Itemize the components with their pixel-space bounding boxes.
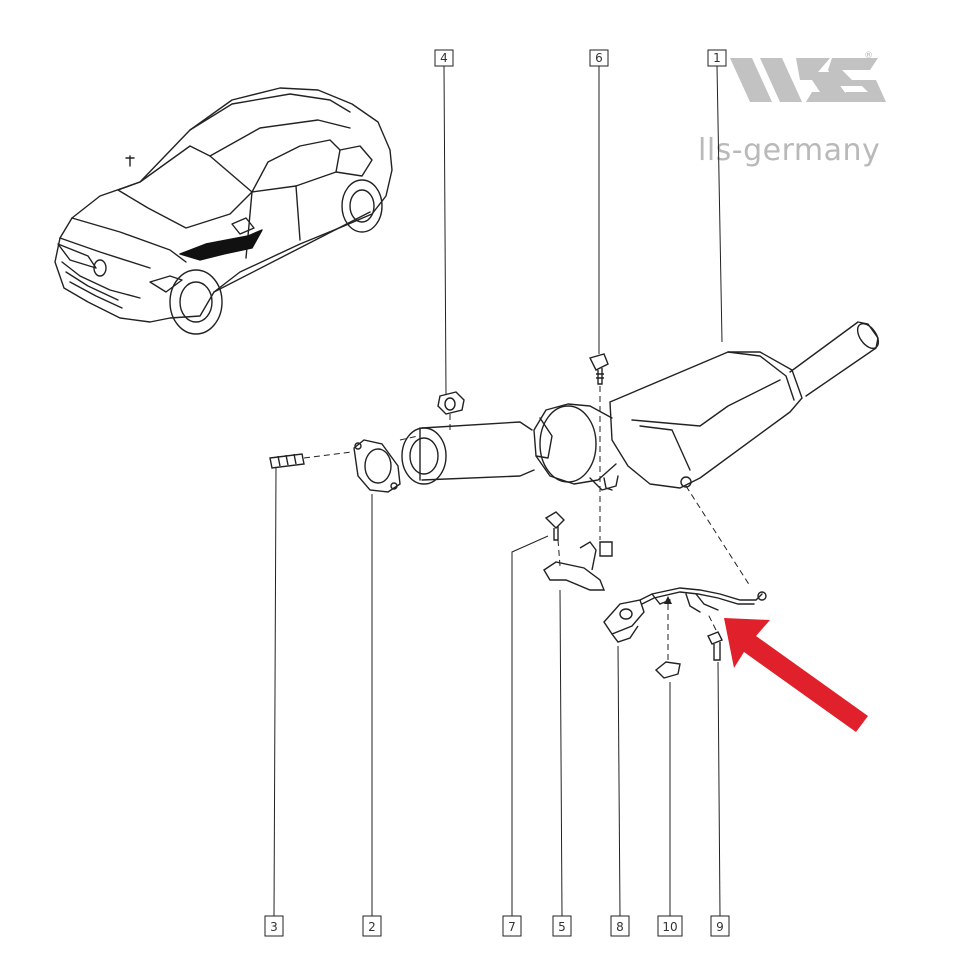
car-illustration bbox=[54, 87, 393, 335]
assembly-dashed-lines bbox=[303, 386, 751, 660]
callout-box-8: 8 bbox=[610, 915, 630, 937]
part-clip-8 bbox=[603, 599, 645, 643]
brand-name: lls-germany bbox=[698, 133, 880, 168]
part-stud-bolt bbox=[269, 453, 305, 469]
callout-label-3: 3 bbox=[270, 920, 278, 934]
callout-box-7: 7 bbox=[502, 915, 522, 937]
callout-label-10: 10 bbox=[662, 920, 677, 934]
part-screw-9 bbox=[707, 631, 723, 661]
callout-box-6: 6 bbox=[589, 49, 609, 67]
sensor-harness bbox=[639, 587, 767, 613]
part-clip-10 bbox=[654, 661, 681, 679]
callout-label-2: 2 bbox=[368, 920, 376, 934]
brand-logo: ® lls-germany bbox=[698, 51, 886, 168]
callout-label-1: 1 bbox=[713, 51, 721, 65]
assembly-arrowhead-icon bbox=[664, 596, 672, 604]
red-arrow-icon bbox=[724, 618, 868, 732]
callout-box-5: 5 bbox=[552, 915, 572, 937]
callout-label-9: 9 bbox=[716, 920, 724, 934]
part-nut-4 bbox=[437, 391, 465, 415]
callout-box-10: 10 bbox=[657, 915, 683, 937]
part-gasket bbox=[353, 439, 401, 493]
callout-box-3: 3 bbox=[264, 915, 284, 937]
callout-box-9: 9 bbox=[710, 915, 730, 937]
callout-label-6: 6 bbox=[595, 51, 603, 65]
callout-label-5: 5 bbox=[558, 920, 566, 934]
exhaust-assembly bbox=[401, 321, 880, 491]
part-bolt-6 bbox=[588, 353, 609, 385]
part-bracket-5 bbox=[543, 541, 613, 591]
leader-lines bbox=[273, 65, 723, 917]
callout-box-2: 2 bbox=[362, 915, 382, 937]
registered-mark: ® bbox=[864, 51, 873, 61]
callout-box-1: 1 bbox=[707, 49, 727, 67]
callout-label-7: 7 bbox=[508, 920, 516, 934]
part-bolt-7 bbox=[544, 511, 565, 541]
callout-label-4: 4 bbox=[440, 51, 448, 65]
callout-box-4: 4 bbox=[434, 49, 454, 67]
callout-label-8: 8 bbox=[616, 920, 624, 934]
lls-logo-mark-icon bbox=[730, 58, 886, 102]
